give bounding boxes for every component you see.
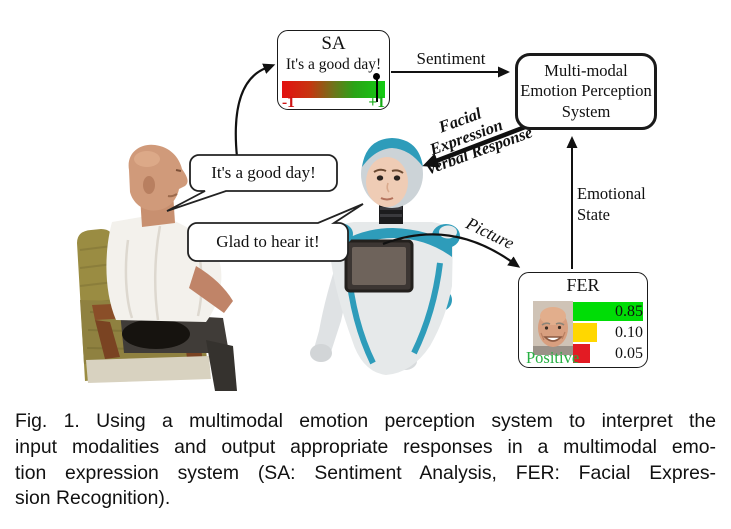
robot-left-hand: [310, 344, 332, 362]
caption-line: sion Recognition).: [15, 487, 171, 510]
arrows: [234, 63, 578, 269]
sa-box: SA It's a good day! -1 +1: [277, 30, 390, 110]
fer-bar-value: 0.10: [615, 324, 643, 341]
sa-box-utterance: It's a good day!: [285, 56, 382, 73]
sentiment-scale: [282, 73, 385, 102]
sentiment-min-label: -1: [282, 94, 295, 111]
robot-eye-left: [376, 175, 384, 181]
sentiment-marker: [373, 73, 380, 102]
fer-row: 0.10: [573, 323, 644, 342]
robot-speech-bubble-shape: [187, 203, 364, 262]
caption-line: tion expression system (SA: Sentiment An…: [15, 461, 716, 484]
fer-bar-negative: [573, 344, 590, 363]
fer-face-image: [533, 301, 573, 355]
chair-base: [86, 356, 211, 383]
sentiment-max-label: +1: [368, 94, 385, 111]
fer-classification-label: Positive: [526, 348, 580, 367]
sentiment-scale-labels: -1 +1: [282, 94, 385, 111]
person-speech-bubble: It's a good day!: [211, 163, 316, 182]
person-forearm: [189, 266, 233, 313]
figure-caption: Fig. 1. Using a multimodal emotion perce…: [15, 409, 716, 512]
sentiment-gradient-bar: [282, 81, 385, 98]
person-speech-bubble-shape: [166, 154, 338, 212]
robot-eye-right: [393, 175, 401, 181]
mmeps-line-2: Emotion Perception: [520, 81, 652, 101]
robot-speech-bubble: Glad to hear it!: [216, 232, 320, 251]
fer-bar-neutral: [573, 323, 597, 342]
person-photo: [77, 144, 237, 391]
fer-bar-value: 0.85: [615, 303, 643, 320]
fer-bar-chart: 0.85 0.10 0.05: [573, 302, 644, 365]
arrow-expression-response: [422, 121, 534, 168]
arrow-picture: [382, 233, 521, 268]
fer-bar-positive: [573, 302, 643, 321]
fer-row: 0.85: [573, 302, 644, 321]
emotional-state-arrow-label: Emotional State: [577, 184, 646, 224]
caption-line: Fig. 1. Using a multimodal emotion perce…: [15, 410, 716, 432]
mmeps-line-3: System: [561, 101, 611, 121]
person-shoe: [122, 319, 190, 349]
sa-box-title: SA: [321, 33, 346, 54]
person-ear: [143, 176, 155, 194]
mmeps-line-1: Multi-modal: [544, 60, 628, 80]
robot-helmet-crown: [362, 138, 423, 167]
mmeps-box: Multi-modal Emotion Perception System: [515, 53, 657, 130]
sentiment-arrow-label: Sentiment: [416, 49, 486, 68]
fer-bar-value: 0.05: [615, 345, 643, 362]
fer-box: FER 0.85 0.10 0.05 P: [518, 272, 648, 368]
arrow-speech-to-sa: [234, 63, 276, 158]
fer-box-title: FER: [566, 275, 600, 295]
caption-line: input modalities and output appropriate …: [15, 435, 716, 458]
fer-row: 0.05: [573, 344, 644, 363]
